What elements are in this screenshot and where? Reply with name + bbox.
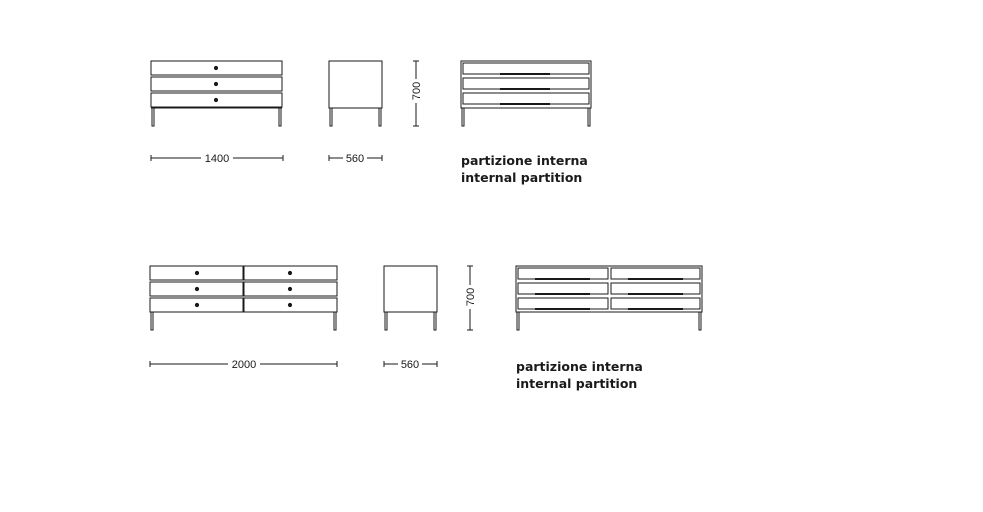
width-label-row2: 2000 — [232, 359, 256, 371]
depth-label-row2: 560 — [401, 359, 419, 371]
drawer-knob — [194, 286, 200, 292]
height-label-row1: 700 — [411, 82, 423, 100]
depth-dimension-row2 — [383, 361, 438, 367]
drawer-knob — [213, 97, 219, 103]
width-dimension-row2 — [149, 361, 338, 367]
drawer-knob — [287, 270, 293, 276]
height-dimension-row2 — [464, 265, 476, 331]
chest-2000-internal-partition-view — [515, 265, 703, 331]
depth-dimension-row1 — [328, 155, 383, 161]
width-label-row1: 1400 — [205, 153, 229, 165]
drawer-knob — [194, 270, 200, 276]
caption-italian: partizione interna — [461, 153, 588, 168]
drawer-knob — [213, 81, 219, 87]
chest-1400-front-view — [150, 60, 283, 127]
width-dimension-row1 — [150, 155, 284, 161]
height-dimension-row1 — [410, 60, 422, 127]
height-label-row2: 700 — [465, 288, 477, 306]
chest-1400-side-view — [328, 60, 383, 127]
caption-row1: partizione interna internal partition — [461, 152, 588, 186]
chest-1400-internal-partition-view — [460, 60, 592, 127]
drawer-knob — [213, 65, 219, 71]
chest-2000-side-view — [383, 265, 438, 331]
drawer-knob — [287, 286, 293, 292]
caption-italian: partizione interna — [516, 359, 643, 374]
drawer-knob — [194, 302, 200, 308]
caption-english: internal partition — [461, 170, 583, 185]
drawer-knob — [287, 302, 293, 308]
caption-english: internal partition — [516, 376, 638, 391]
chest-2000-front-view — [149, 265, 338, 331]
caption-row2: partizione interna internal partition — [516, 358, 643, 392]
depth-label-row1: 560 — [346, 153, 364, 165]
